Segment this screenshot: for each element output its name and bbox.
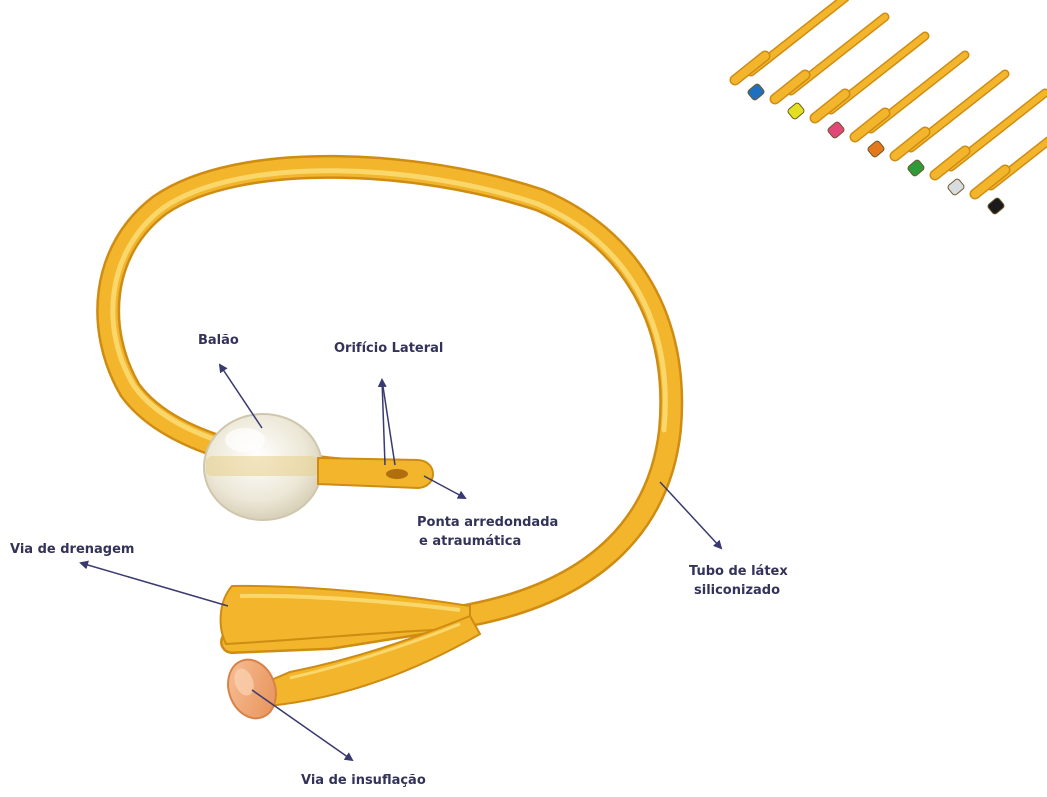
label-via-insuflacao: Via de insuflação <box>301 771 426 790</box>
green-band <box>907 159 925 177</box>
pink-band <box>827 121 845 139</box>
label-ponta-line1: Ponta arredondada <box>417 513 558 532</box>
orange-band <box>867 140 885 158</box>
yellow-band <box>787 102 805 120</box>
catheter-tube <box>108 167 671 706</box>
inflation-valve <box>220 653 284 725</box>
label-tubo-line2: siliconizado <box>694 581 780 600</box>
thumbnail-catheter <box>975 112 1047 215</box>
label-ponta-line2: e atraumática <box>419 532 521 551</box>
label-orificio-lateral: Orifício Lateral <box>334 339 443 358</box>
label-tubo-line1: Tubo de látex <box>689 562 788 581</box>
blue-band <box>747 83 765 101</box>
black-band <box>987 197 1005 215</box>
side-hole <box>386 469 408 479</box>
balloon <box>204 414 322 520</box>
thumbnail-color-coded-catheters <box>735 0 1047 215</box>
arrow-tubo <box>660 482 721 548</box>
arrow-drenagem <box>81 563 228 606</box>
label-via-drenagem: Via de drenagem <box>10 540 134 559</box>
white-band <box>947 178 965 196</box>
catheter-tip <box>318 458 433 488</box>
label-balao: Balão <box>198 331 239 350</box>
arrow-ponta <box>424 476 465 498</box>
